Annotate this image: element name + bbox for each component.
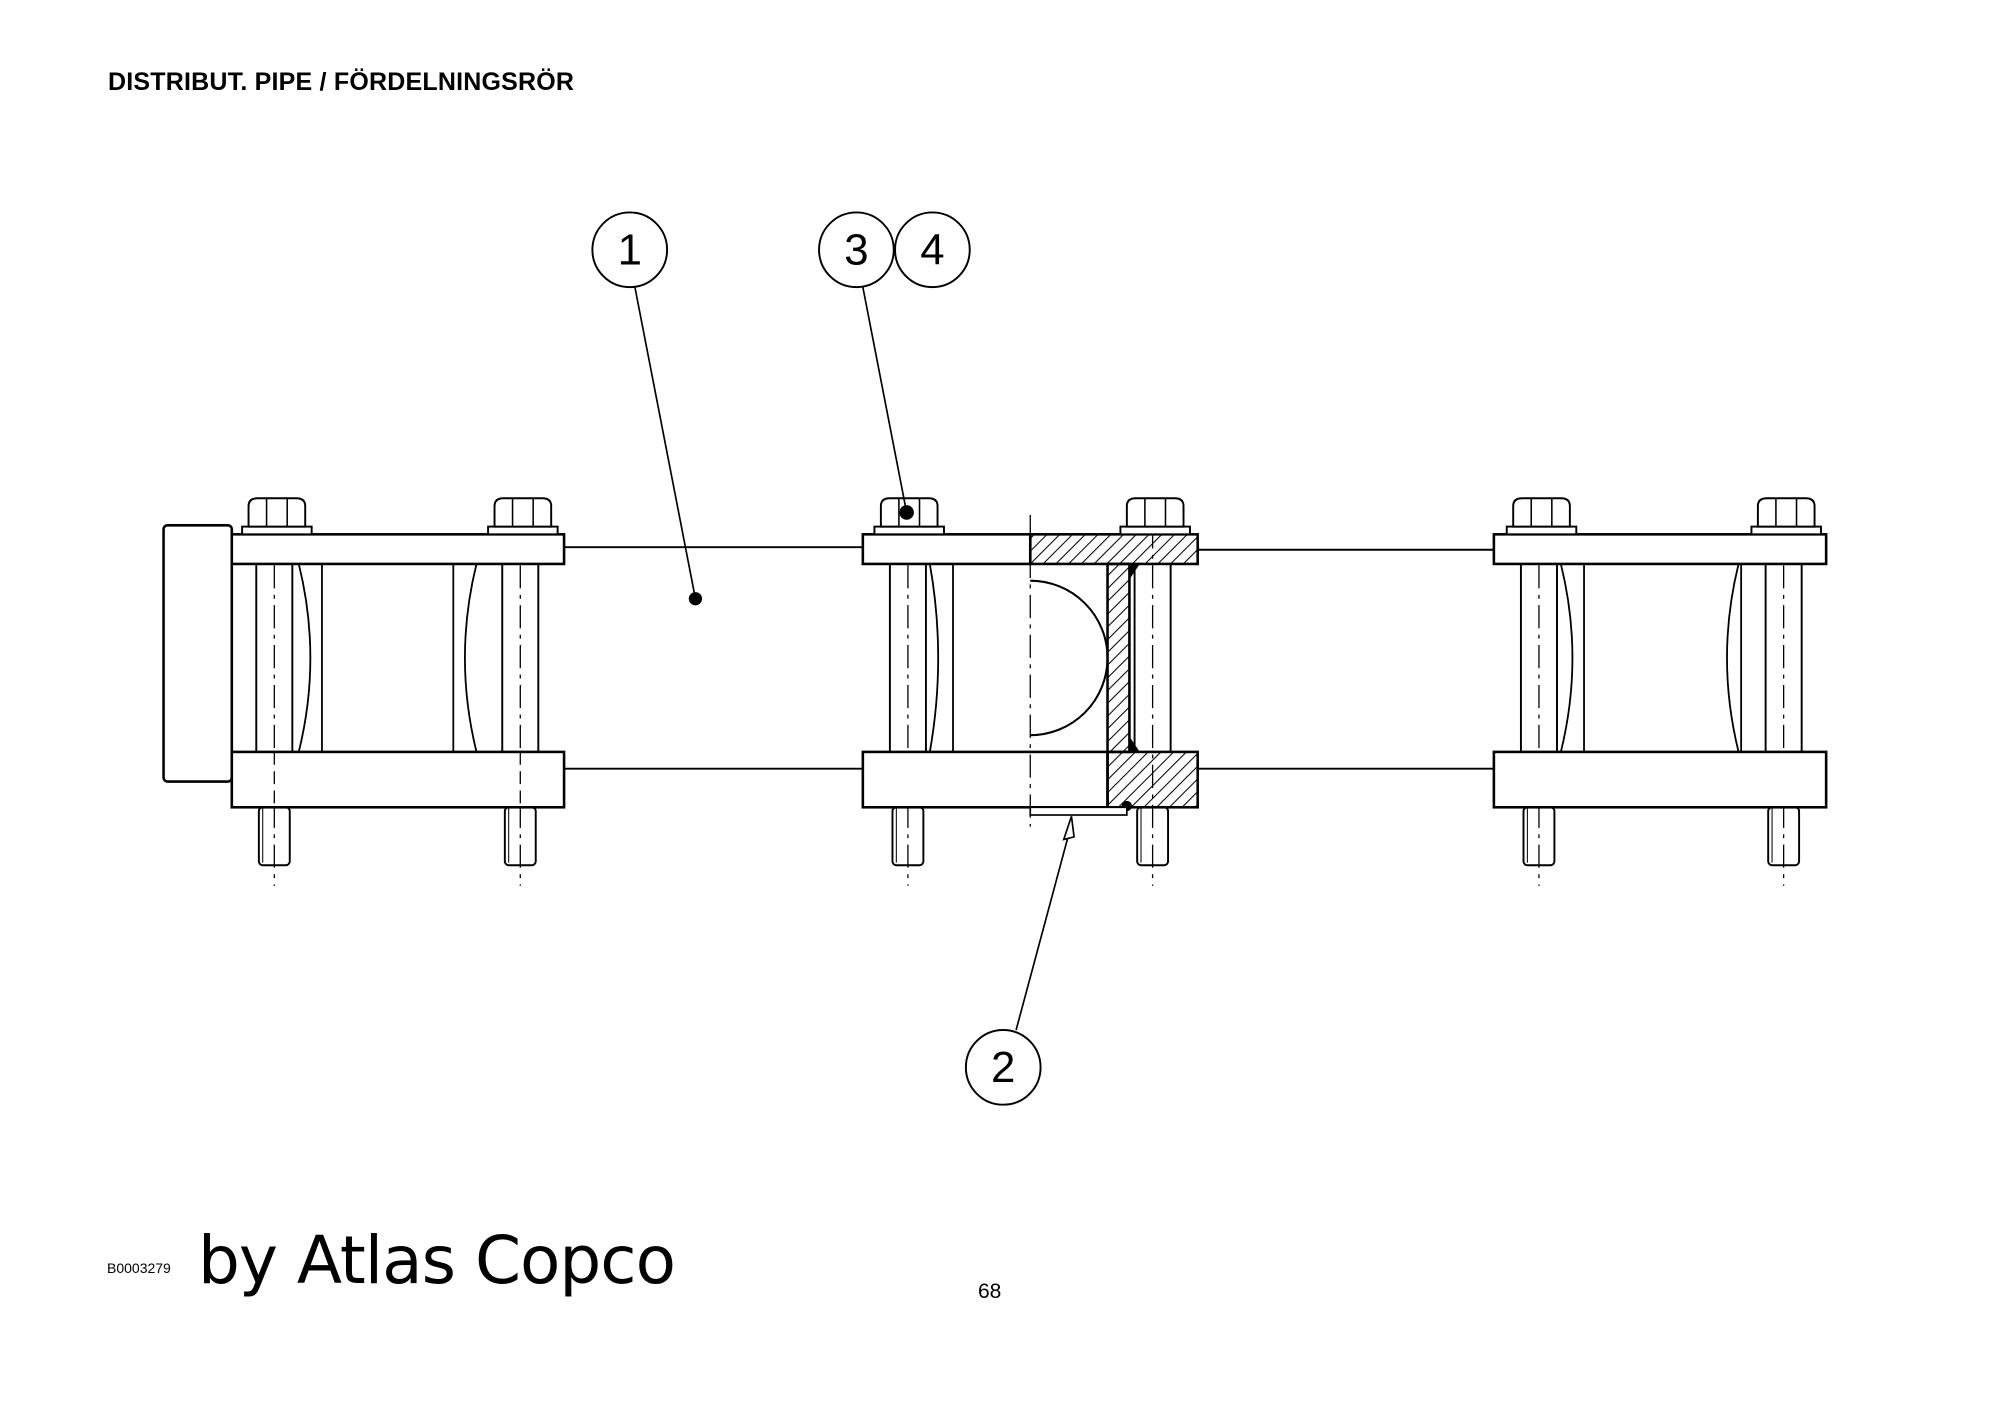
flange-assembly-right xyxy=(1492,497,1828,887)
end-cap xyxy=(162,524,234,783)
callout-label: 2 xyxy=(991,1043,1015,1092)
callout-2: 2 xyxy=(964,1029,1042,1106)
callout-label: 4 xyxy=(920,225,944,274)
page-title: DISTRIBUT. PIPE / FÖRDELNINGSRÖR xyxy=(108,68,575,96)
pipe-body xyxy=(564,546,1494,770)
flange-assembly-center xyxy=(861,497,1199,887)
callout-3: 3 xyxy=(818,211,895,289)
drawing-id: B0003279 xyxy=(107,1260,171,1276)
callout-leaders xyxy=(634,286,1075,1031)
page-number: 68 xyxy=(978,1280,1002,1303)
callout-label: 1 xyxy=(618,225,642,274)
flange-assembly-left xyxy=(230,497,566,887)
watermark: by Atlas Copco xyxy=(198,1222,676,1299)
callout-4: 4 xyxy=(894,211,971,289)
callout-1: 1 xyxy=(591,211,669,289)
callout-label: 3 xyxy=(844,225,868,274)
